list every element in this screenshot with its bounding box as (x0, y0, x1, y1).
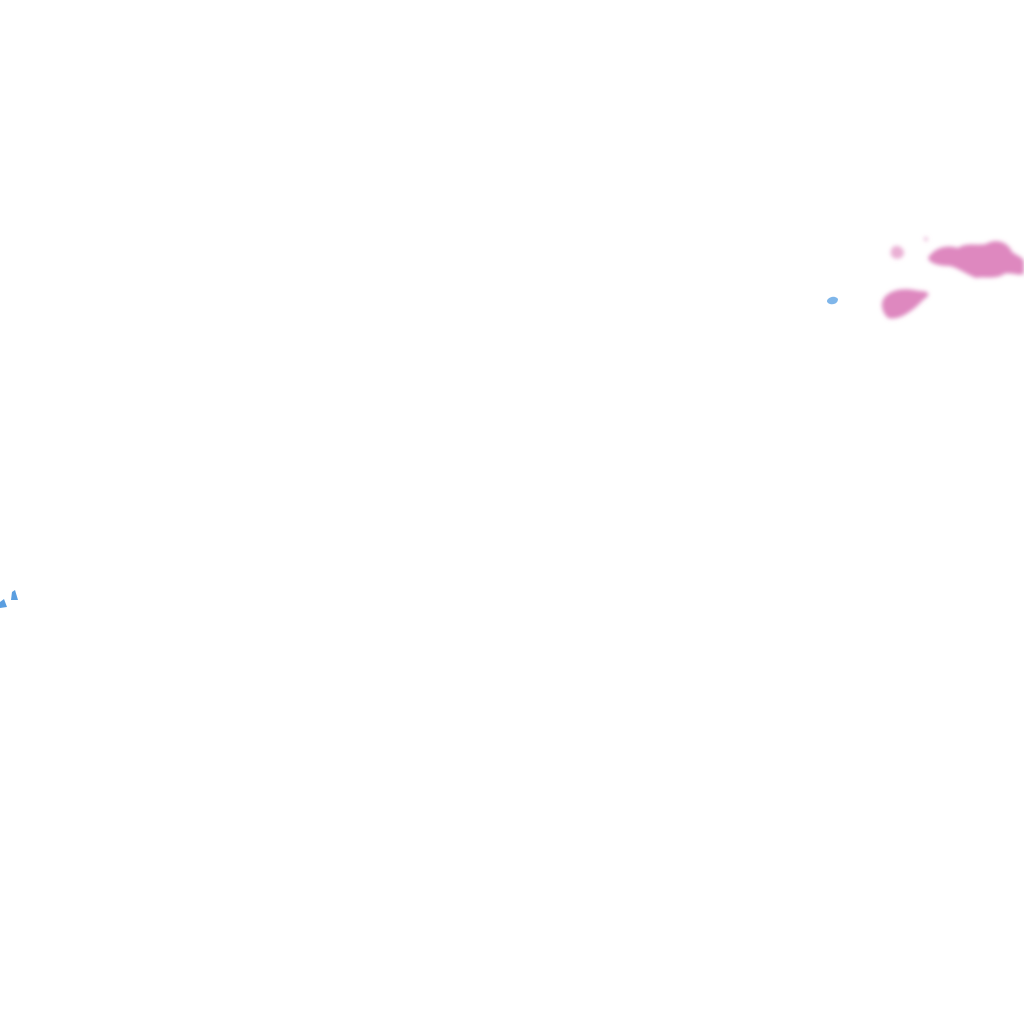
mixed-precipitation-echo-west (881, 289, 929, 319)
mixed-precipitation-echo-speck (890, 245, 904, 259)
mixed-precipitation-echo-fleck (924, 237, 928, 242)
rain-echo-upper (826, 296, 838, 305)
mixed-precipitation-echoes (881, 237, 1024, 319)
mixed-precipitation-echo-main (928, 241, 1024, 278)
rain-echo-left-b (0, 599, 7, 608)
rain-echoes (0, 296, 838, 608)
rain-echo-left-a (11, 590, 18, 600)
